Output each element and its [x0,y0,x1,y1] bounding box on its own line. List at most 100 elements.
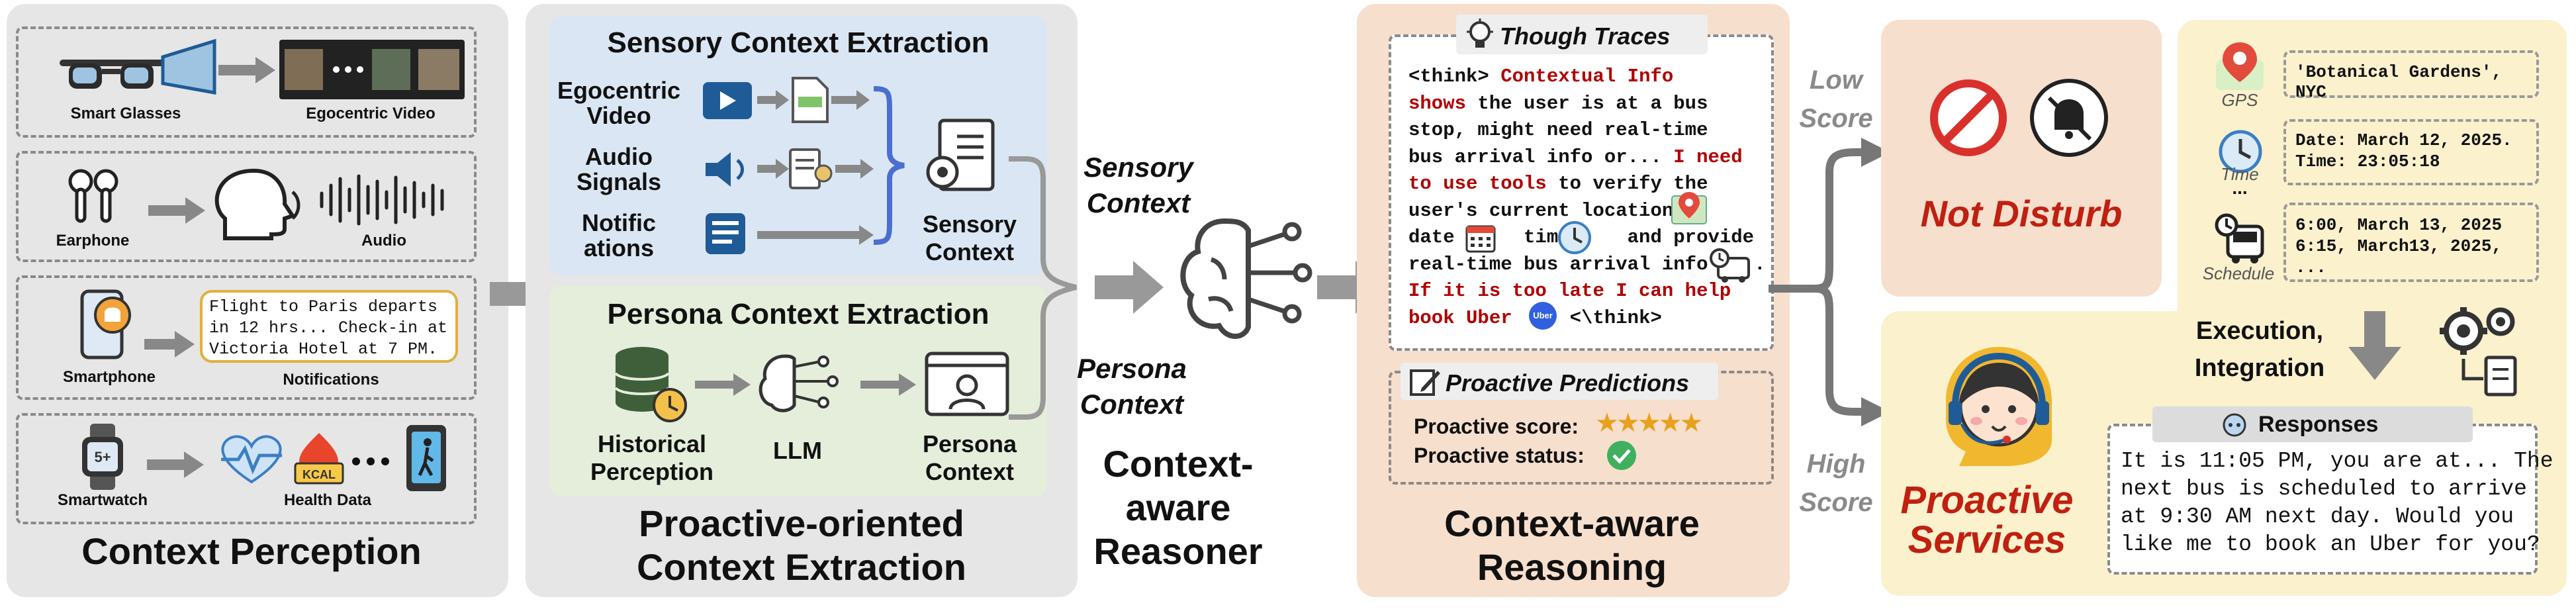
predictions-title: Proactive Predictions [1446,369,1690,397]
arrow-doc-to-brace-1 [831,90,870,110]
persona-stage-persona-context: Persona Context [922,430,1017,485]
llm-brain-icon [759,354,839,412]
trace-highlight: If it is too late I can help [1408,280,1731,302]
video-file-icon [703,82,752,119]
smart-glasses-icon [60,60,165,89]
reasoner-brain-icon [1180,218,1312,339]
thought-traces-title: Though Traces [1500,23,1671,50]
sensory-input-video: Egocentric Video [557,77,681,129]
document-icon [792,77,829,123]
svg-text:5+: 5+ [94,449,111,465]
trace-text: <\think> [1512,306,1662,329]
sensory-input-notifications: Notific ations [582,209,656,261]
persona-stage-historical: Historical Perception [590,430,714,485]
lightbulb-icon [1467,19,1493,48]
trace-text: the user is at a bus [1466,92,1708,115]
trace-highlight: I need [1673,146,1743,168]
star-icon: ★ [1595,408,1619,438]
gears-checklist-icon [2440,307,2517,397]
tool-label-gps: GPS [2221,90,2258,110]
smartphone-bell-icon [80,289,131,359]
tool-ellipsis-1: ... [2232,177,2248,198]
device-label-smart-glasses: Smart Glasses [70,105,181,122]
device-label-smartwatch: Smartwatch [57,491,148,509]
tool-value-gps: 'Botanical Gardens', NYC [2283,50,2539,102]
calorie-flame-icon: KCAL [294,433,344,485]
star-icon: ★ [1616,408,1640,438]
response-text: It is 11:05 PM, you are at... The next b… [2121,449,2553,557]
trace-text: user's current location [1408,199,1674,222]
thought-traces-box [1389,34,1774,351]
context-perception-title: Context Perception [81,530,422,572]
mute-bell-icon [2030,79,2108,157]
sensory-extraction-title: Sensory Context Extraction [607,26,989,59]
trace-highlight: to use tools [1408,173,1547,195]
arrow-video-to-doc [757,90,789,110]
device-output-egocentric-video: Egocentric Video [306,105,436,122]
bus-clock-icon [1710,248,1750,283]
persona-stage-llm: LLM [773,437,822,464]
sensory-context-output-label: Sensory Context [922,211,1017,265]
trace-line: If it is too late I can help [1408,278,1766,305]
prohibited-icon [1930,79,2007,156]
proactive-score-stars: ★★★★★ [1595,408,1703,438]
context-reasoning-title: Context-aware Reasoning [1444,502,1700,588]
trace-highlight: shows [1408,92,1467,115]
smartwatch-icon: 5+ [82,424,123,490]
trace-line: bus arrival info or... I need [1408,144,1766,171]
tool-value-time: Date: March 12, 2025. Time: 23:05:18 [2283,119,2539,185]
ellipsis-dots-icon [352,457,389,465]
arrow-transcript-to-brace [835,159,874,179]
arrow-history-to-llm [695,373,751,396]
trace-highlight: book Uber [1408,306,1512,329]
arrow-phone-to-notification [144,331,195,357]
trace-line: book Uber <\think> [1408,305,1766,332]
device-label-earphone: Earphone [56,232,130,250]
responses-bot-icon [2223,413,2246,437]
calendar-icon [1465,225,1496,253]
tool-label-schedule: Schedule [2202,263,2275,283]
database-clock-icon [614,347,687,422]
proactive-status-label: Proactive status: [1414,444,1585,467]
arrow-audio-to-transcript [757,159,789,179]
speaking-head-icon [214,168,300,240]
trace-text: real-time bus arrival info . [1408,253,1766,275]
display-screen-icon [161,38,216,95]
clock-icon [1558,221,1591,254]
phone-walking-icon [406,425,446,491]
audio-waveform-icon [320,174,444,226]
star-icon: ★ [1658,408,1682,438]
smart-glasses-row [16,26,477,138]
smartwatch-row [16,413,477,524]
not-disturb-title: Not Disturb [1920,193,2123,234]
persona-context-label: Persona Context [1077,353,1187,420]
transcript-icon [789,148,833,189]
svg-text:KCAL: KCAL [302,468,336,481]
trace-highlight: Contextual Info [1500,66,1674,87]
gps-pin-icon [2216,42,2264,90]
execution-integration-label: Execution, Integration [2194,317,2325,382]
smartphone-row [16,275,477,400]
tool-value-schedule: 6:00, March 13, 2025 6:15, March13, 2025… [2283,203,2539,282]
decision-branch-arrows [1769,138,1890,426]
sensory-context-doc-icon [926,118,995,191]
device-label-smartphone: Smartphone [62,368,156,386]
trace-text: <think> [1408,66,1501,87]
device-output-health-data: Health Data [283,491,372,509]
schedule-bus-icon [2215,213,2264,263]
time-clock-icon [2219,130,2262,173]
context-extraction-title: Proactive-oriented Context Extraction [637,502,966,588]
persona-profile-icon [925,352,1009,416]
uber-badge: Uber [1529,302,1557,330]
arrow-notification-to-brace [757,225,874,245]
check-circle-icon [1607,441,1636,470]
trace-line: <think> Contextual Info [1408,64,1766,91]
sensory-input-audio: Audio Signals [576,143,662,195]
speaker-icon [706,152,744,187]
device-output-notifications: Notifications [283,371,379,389]
reasoner-title: Context-aware Reasoner [1093,443,1263,572]
thought-traces-header [1456,15,1708,54]
trace-line: real-time bus arrival info . [1408,252,1766,279]
trace-line: shows the user is at a bus [1408,91,1766,118]
